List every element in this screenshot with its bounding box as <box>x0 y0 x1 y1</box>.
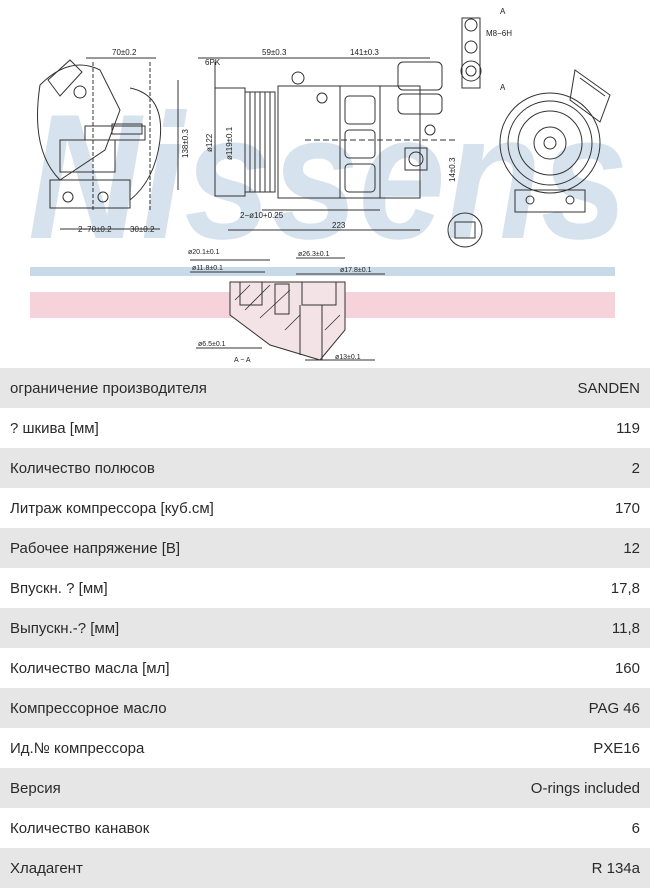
spec-label: Впускн. ? [мм] <box>10 579 108 597</box>
spec-row-compressor-id: Ид.№ компрессора PXE16 <box>0 728 650 768</box>
spec-label: Компрессорное масло <box>10 699 167 717</box>
spec-value: 2 <box>631 459 640 477</box>
dim-6pk: 6PK <box>205 58 221 67</box>
spec-value: 170 <box>614 499 640 517</box>
dim-70: 70±0.2 <box>112 48 137 57</box>
dim-20-1: ø20.1±0.1 <box>188 249 220 256</box>
spec-row-manufacturer: ограничение производителя SANDEN <box>0 368 650 408</box>
dim-14: 14±0.3 <box>448 157 457 182</box>
spec-row-oil-type: Компрессорное масло PAG 46 <box>0 688 650 728</box>
spec-row-grooves: Количество канавок 6 <box>0 808 650 848</box>
dim-122: ø122 <box>205 133 214 152</box>
section-marker-top: A <box>500 7 506 16</box>
spec-value: R 134a <box>591 859 640 877</box>
spec-label: Версия <box>10 779 61 797</box>
dim-141: 141±0.3 <box>350 48 379 57</box>
left-side-view <box>37 57 179 230</box>
dim-17-8: ø17.8±0.1 <box>340 267 372 274</box>
spec-row-displacement: Литраж компрессора [куб.см] 170 <box>0 488 650 528</box>
spec-value: 17,8 <box>610 579 640 597</box>
spec-label: Литраж компрессора [куб.см] <box>10 499 214 517</box>
dim-119: ø119±0.1 <box>225 126 234 160</box>
spec-value: 12 <box>623 539 640 557</box>
spec-row-oil-quantity: Количество масла [мл] 160 <box>0 648 650 688</box>
dim-m8: M8−6H <box>486 29 512 38</box>
right-front-view <box>499 69 611 213</box>
dim-30: 30±0.2 <box>130 225 155 234</box>
spec-value: PXE16 <box>593 739 640 757</box>
dim-13: ø13±0.1 <box>335 354 361 361</box>
spec-row-refrigerant: Хладагент R 134a <box>0 848 650 888</box>
dim-223: 223 <box>332 221 346 230</box>
dim-2x70: 2−70±0.2 <box>78 225 112 234</box>
spec-label: Ид.№ компрессора <box>10 739 145 757</box>
specs-table: ограничение производителя SANDEN ? шкива… <box>0 368 650 888</box>
spec-label: Выпускн.-? [мм] <box>10 619 120 637</box>
spec-label: Количество полюсов <box>10 459 155 477</box>
watermark-logo: Nissens <box>28 77 628 276</box>
dim-6-5: ø6.5±0.1 <box>198 341 226 348</box>
spec-row-inlet: Впускн. ? [мм] 17,8 <box>0 568 650 608</box>
spec-value: SANDEN <box>577 379 640 397</box>
spec-label: Рабочее напряжение [В] <box>10 539 181 557</box>
dim-2x10: 2−ø10+0.25 <box>240 211 284 220</box>
main-side-view <box>198 57 455 231</box>
dimension-labels: 70±0.2 59±0.3 141±0.3 6PK 138±0.3 ø122 ø… <box>78 7 512 364</box>
spec-value: 6 <box>631 819 640 837</box>
dim-11-8: ø11.8±0.1 <box>192 265 223 272</box>
connector-views <box>447 17 483 248</box>
dim-138: 138±0.3 <box>181 129 190 158</box>
spec-value: 11,8 <box>611 619 640 637</box>
spec-value: PAG 46 <box>588 699 640 717</box>
spec-label: ? шкива [мм] <box>10 419 99 437</box>
spec-row-pulley-diameter: ? шкива [мм] 119 <box>0 408 650 448</box>
watermark-stripe-blue <box>30 267 615 276</box>
technical-drawing: Nissens <box>0 0 650 368</box>
spec-value: 160 <box>614 659 640 677</box>
spec-label: Количество масла [мл] <box>10 659 170 677</box>
spec-label: Количество канавок <box>10 819 150 837</box>
section-marker-bottom: A <box>500 83 506 92</box>
spec-label: ограничение производителя <box>10 379 207 397</box>
spec-row-version: Версия O-rings included <box>0 768 650 808</box>
spec-row-outlet: Выпускн.-? [мм] 11,8 <box>0 608 650 648</box>
section-label: A − A <box>234 357 251 364</box>
spec-row-poles: Количество полюсов 2 <box>0 448 650 488</box>
spec-row-voltage: Рабочее напряжение [В] 12 <box>0 528 650 568</box>
spec-value: 119 <box>616 419 640 437</box>
dim-26-3: ø26.3±0.1 <box>298 251 330 258</box>
spec-value: O-rings included <box>530 779 640 797</box>
dim-59: 59±0.3 <box>262 48 287 57</box>
spec-label: Хладагент <box>10 859 83 877</box>
section-a-a <box>190 257 385 361</box>
